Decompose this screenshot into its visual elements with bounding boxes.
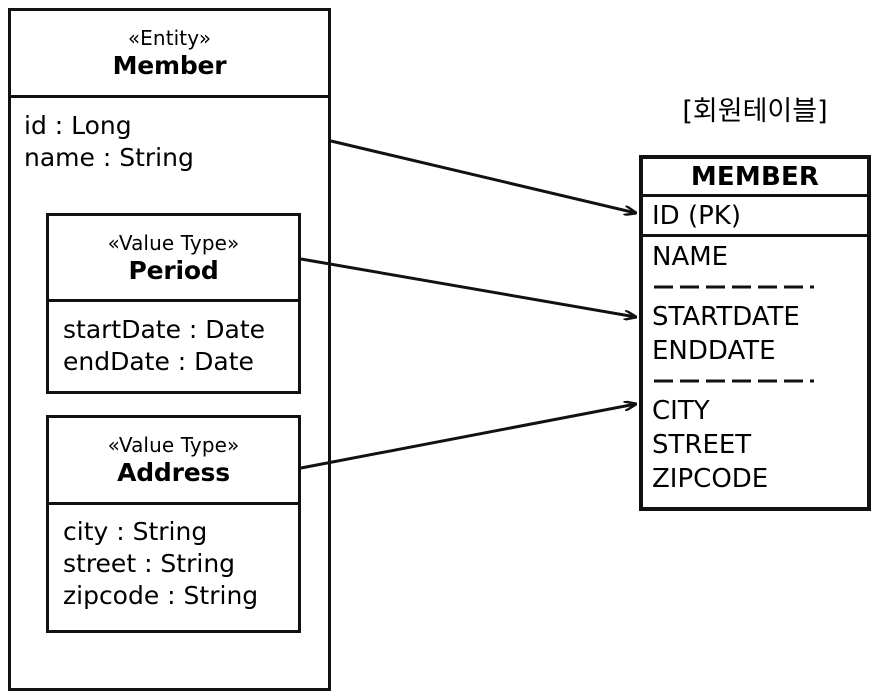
address-value-type-box[interactable]: «Value Type» Address city : String stree… <box>46 415 301 633</box>
member-entity-attributes: id : Long name : String <box>11 98 328 688</box>
period-type-name: Period <box>128 255 219 285</box>
table-column-id-pk: ID (PK) <box>643 197 867 237</box>
address-attribute: street : String <box>63 549 236 578</box>
connector-member-to-id <box>330 139 636 213</box>
member-stereotype: «Entity» <box>127 26 212 50</box>
connector-period-to-startdate <box>300 257 636 317</box>
column-group-separator <box>652 368 867 394</box>
table-column-startdate: STARTDATE <box>652 302 800 332</box>
member-table[interactable]: MEMBER ID (PK) NAME STARTDATE ENDDATE CI… <box>639 155 871 511</box>
table-column-street: STREET <box>652 430 752 460</box>
member-table-name: MEMBER <box>643 159 867 197</box>
member-attribute: id : Long <box>24 111 132 140</box>
table-column-enddate: ENDDATE <box>652 336 776 366</box>
address-attribute: city : String <box>63 517 208 546</box>
member-entity-header: «Entity» Member <box>11 11 328 98</box>
member-attribute: name : String <box>24 143 194 172</box>
period-stereotype: «Value Type» <box>107 230 240 255</box>
period-attributes: startDate : Date endDate : Date <box>49 302 298 391</box>
table-column-name: NAME <box>652 242 729 272</box>
member-type-name: Member <box>112 51 227 80</box>
address-type-name: Address <box>117 458 230 487</box>
table-column-zipcode: ZIPCODE <box>652 464 769 494</box>
table-column-city: CITY <box>652 396 710 426</box>
period-attribute: endDate : Date <box>63 347 254 376</box>
address-stereotype: «Value Type» <box>107 433 240 457</box>
period-attribute: startDate : Date <box>63 315 266 344</box>
address-attribute: zipcode : String <box>63 581 259 610</box>
column-group-separator <box>652 274 867 300</box>
member-table-columns: NAME STARTDATE ENDDATE CITY STREET ZIPCO… <box>643 237 867 496</box>
connector-address-to-city <box>300 404 636 470</box>
period-header: «Value Type» Period <box>49 216 298 302</box>
address-header: «Value Type» Address <box>49 418 298 505</box>
period-value-type-box[interactable]: «Value Type» Period startDate : Date end… <box>46 213 301 394</box>
member-table-caption: [회원테이블] <box>682 96 828 127</box>
address-attributes: city : String street : String zipcode : … <box>49 505 298 630</box>
